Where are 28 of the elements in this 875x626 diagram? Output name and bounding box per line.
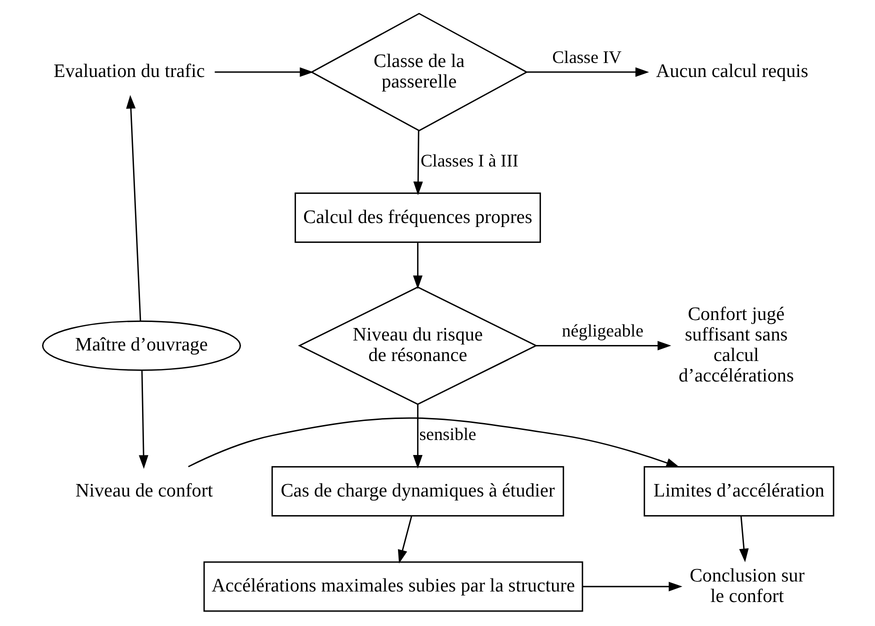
node-box: Accélérations maximales subies par la structure <box>202 561 583 612</box>
edge-label: sensible <box>418 424 476 444</box>
node-diamond: Classe de la passerelle <box>310 12 528 132</box>
node-ellipse: Maître d’ouvrage <box>42 320 240 371</box>
arrow <box>582 582 682 592</box>
arrow <box>138 370 148 469</box>
node-diamond: Niveau du risque de résonance <box>297 286 538 405</box>
arrow <box>188 417 680 468</box>
node-box: Limites d’accélération <box>643 466 834 516</box>
node-text: Conclusion sur le confort <box>689 565 804 607</box>
node-text: Niveau de confort <box>74 480 212 502</box>
node-text: Evaluation du trafic <box>53 61 204 82</box>
node-text: Aucun calcul requis <box>656 61 808 82</box>
arrow <box>535 340 671 350</box>
arrow <box>397 516 412 564</box>
arrow <box>738 516 748 562</box>
node-text: Confort jugé suffisant sans calcul d’accélérations <box>678 304 794 386</box>
edge-label: Classe IV <box>552 47 622 68</box>
arrow <box>412 404 422 469</box>
arrow <box>526 67 649 77</box>
arrow <box>412 242 422 290</box>
arrow <box>412 130 422 196</box>
node-box: Calcul des fréquences propres <box>294 192 540 243</box>
arrow <box>214 67 313 77</box>
node-box: Cas de charge dynamiques à étudier <box>270 466 564 516</box>
arrow <box>126 94 141 322</box>
edge-label: négligeable <box>561 320 643 341</box>
edge-label: Classes I à III <box>420 150 518 171</box>
